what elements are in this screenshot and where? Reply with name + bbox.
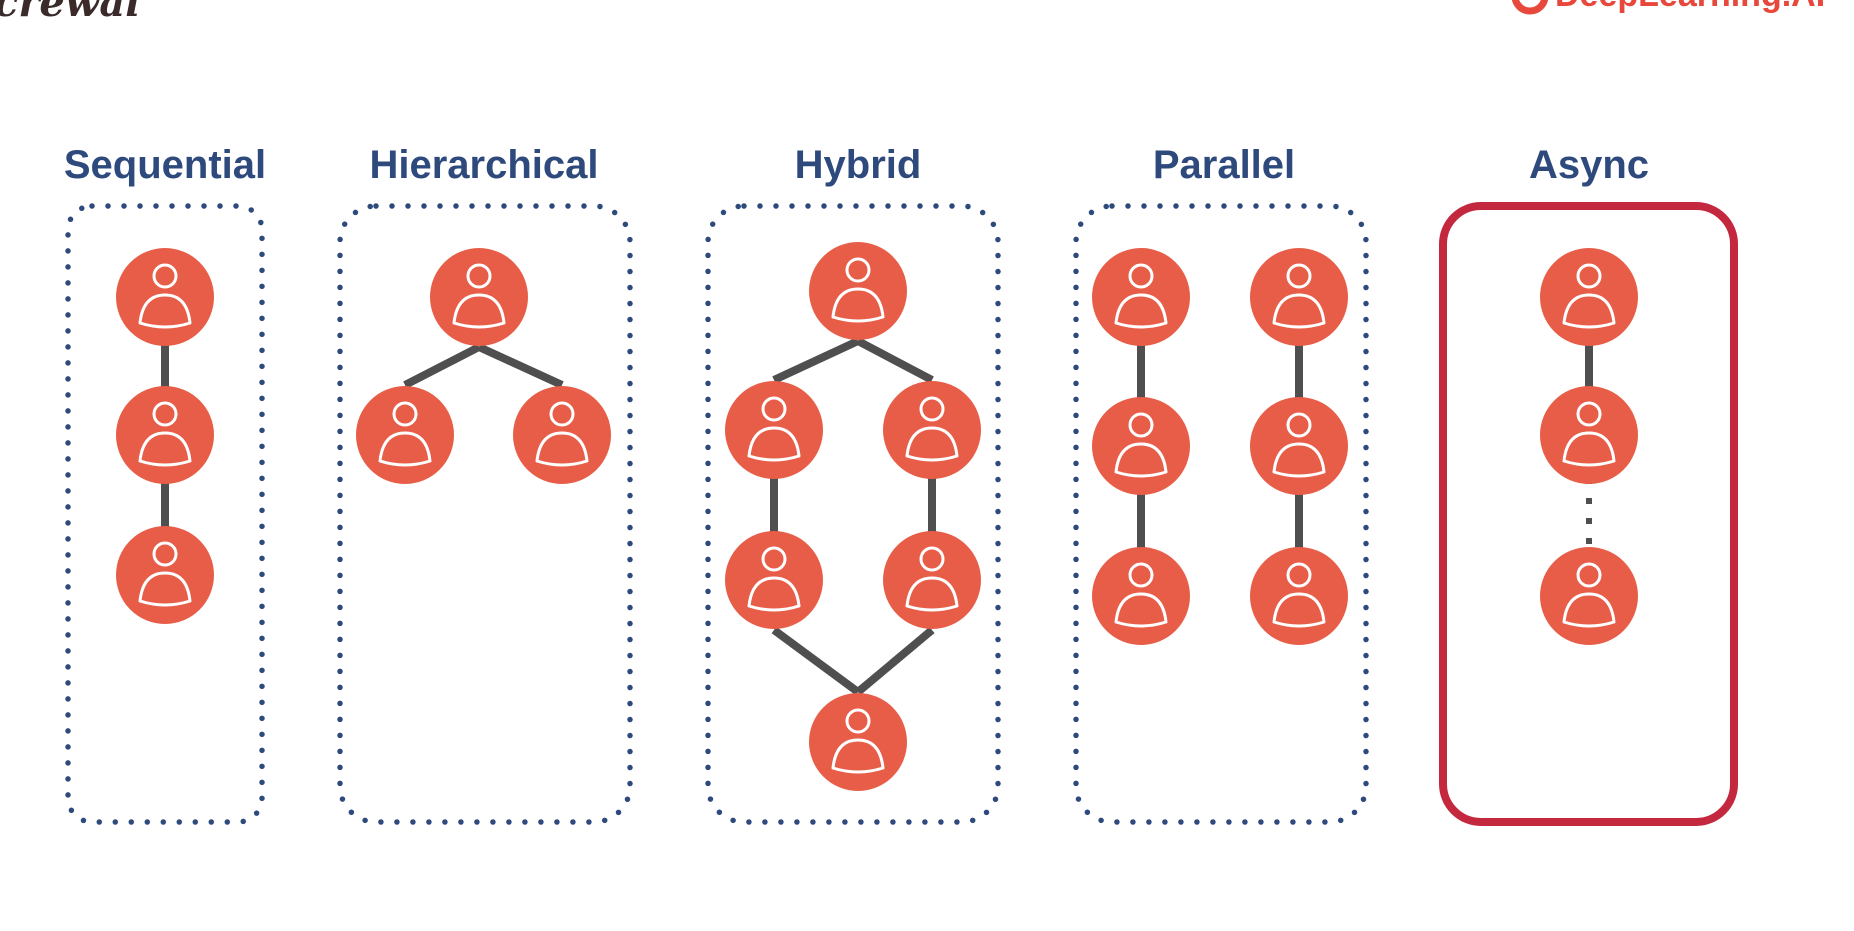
person-icon bbox=[1272, 263, 1326, 329]
person-icon bbox=[1114, 263, 1168, 329]
person-icon bbox=[1272, 412, 1326, 478]
agent-node bbox=[116, 526, 214, 624]
agent-node bbox=[883, 531, 981, 629]
agent-node bbox=[725, 531, 823, 629]
person-icon bbox=[1562, 562, 1616, 628]
edge bbox=[855, 626, 935, 696]
deeplearning-ai-logo: DeepLearning.AI bbox=[1511, 0, 1825, 15]
panel-title-hybrid: Hybrid bbox=[795, 143, 922, 187]
person-icon bbox=[831, 257, 885, 323]
agent-node bbox=[809, 242, 907, 340]
agent-node bbox=[883, 381, 981, 479]
person-icon bbox=[831, 708, 885, 774]
person-icon bbox=[378, 401, 432, 467]
agent-node bbox=[1092, 248, 1190, 346]
person-icon bbox=[905, 546, 959, 612]
agent-node bbox=[809, 693, 907, 791]
agent-node bbox=[725, 381, 823, 479]
person-icon bbox=[138, 541, 192, 607]
agent-node bbox=[1540, 386, 1638, 484]
person-icon bbox=[1562, 263, 1616, 329]
agent-node bbox=[1250, 547, 1348, 645]
person-icon bbox=[535, 401, 589, 467]
agent-node bbox=[513, 386, 611, 484]
panel-border-hybrid bbox=[705, 203, 1001, 825]
panel-border-async-highlight bbox=[1439, 202, 1738, 826]
person-icon bbox=[1114, 412, 1168, 478]
edge bbox=[477, 343, 564, 389]
agent-node bbox=[1092, 397, 1190, 495]
edge bbox=[772, 337, 860, 384]
person-icon bbox=[1114, 562, 1168, 628]
person-icon bbox=[747, 396, 801, 462]
deeplearning-ai-logo-icon bbox=[1511, 0, 1549, 15]
person-icon bbox=[1562, 401, 1616, 467]
agent-node bbox=[1250, 248, 1348, 346]
person-icon bbox=[905, 396, 959, 462]
crewai-logo-text: crewai bbox=[0, 0, 140, 26]
agent-node bbox=[356, 386, 454, 484]
panel-title-sequential: Sequential bbox=[64, 143, 266, 187]
person-icon bbox=[1272, 562, 1326, 628]
person-icon bbox=[452, 263, 506, 329]
agent-node bbox=[1250, 397, 1348, 495]
panel-title-hierarchical: Hierarchical bbox=[369, 143, 598, 187]
crewai-logo: crewai bbox=[0, 0, 140, 26]
panel-title-async: Async bbox=[1529, 143, 1649, 187]
edge bbox=[403, 343, 481, 389]
person-icon bbox=[747, 546, 801, 612]
person-icon bbox=[138, 401, 192, 467]
agent-node bbox=[1540, 248, 1638, 346]
panel-border-parallel bbox=[1073, 203, 1369, 825]
person-icon bbox=[138, 263, 192, 329]
edge bbox=[771, 626, 861, 696]
agent-node bbox=[430, 248, 528, 346]
agent-node bbox=[116, 386, 214, 484]
panel-border-sequential bbox=[65, 203, 265, 825]
agent-node bbox=[1092, 547, 1190, 645]
edge bbox=[856, 337, 934, 384]
deeplearning-ai-logo-text: DeepLearning.AI bbox=[1555, 0, 1825, 14]
agent-node bbox=[116, 248, 214, 346]
agent-node bbox=[1540, 547, 1638, 645]
panel-title-parallel: Parallel bbox=[1153, 143, 1295, 187]
panel-border-hierarchical bbox=[337, 203, 633, 825]
